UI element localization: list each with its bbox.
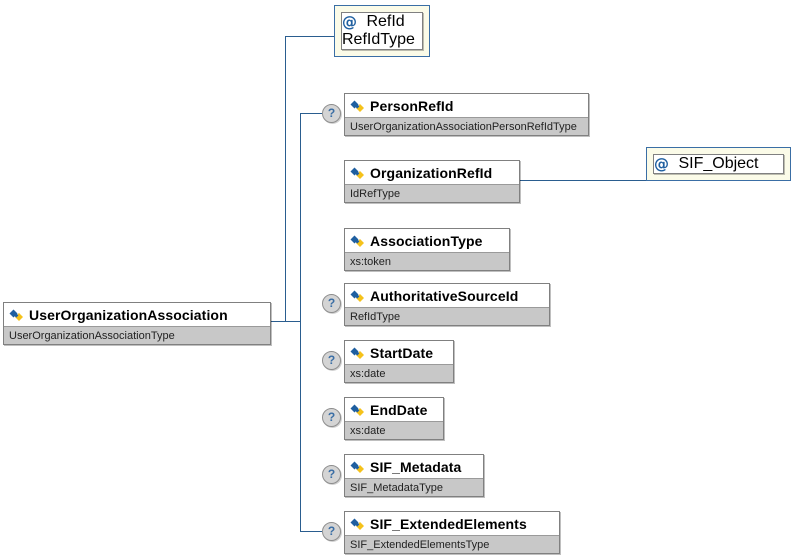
connector-organizationrefid-to-sifobject (520, 180, 646, 181)
connector-root-stem (268, 321, 301, 322)
node-enddate[interactable]: EndDate xs:date (344, 397, 444, 440)
connector-attribute-trunk (285, 36, 286, 321)
node-name-label: AssociationType (370, 232, 483, 249)
node-type-label: xs:token (350, 255, 391, 268)
node-name-label: UserOrganizationAssociation (29, 306, 228, 323)
element-icon (350, 166, 365, 181)
node-box: @ SIF_Object (653, 154, 784, 174)
node-box: SIF_Metadata SIF_MetadataType (344, 454, 484, 497)
node-organizationrefid[interactable]: OrganizationRefId IdRefType (344, 160, 520, 203)
node-name-label: EndDate (370, 401, 428, 418)
node-type-label: xs:date (350, 367, 386, 380)
node-name-label: RefId (366, 13, 405, 30)
optional-marker-authoritativesourceid: ? (322, 294, 341, 313)
node-type-row: xs:date (345, 421, 443, 439)
element-icon (350, 99, 365, 114)
node-name-label: SIF_ExtendedElements (370, 515, 527, 532)
element-icon (350, 289, 365, 304)
node-name-row: PersonRefId (345, 94, 588, 117)
element-icon (9, 308, 24, 323)
node-sif-object[interactable]: @ SIF_Object (646, 147, 791, 181)
element-icon (350, 234, 365, 249)
node-box: UserOrganizationAssociation UserOrganiza… (3, 302, 271, 345)
node-name-row: StartDate (345, 341, 453, 364)
node-name-label: SIF_Object (678, 155, 759, 172)
node-type-label: IdRefType (350, 187, 401, 200)
node-box: AuthoritativeSourceId RefIdType (344, 283, 550, 326)
node-name-row: @ SIF_Object (654, 155, 783, 173)
element-icon (350, 460, 365, 475)
node-name-row: EndDate (345, 398, 443, 421)
optional-marker-enddate: ? (322, 408, 341, 427)
attribute-icon: @ (342, 13, 357, 31)
node-name-row: AuthoritativeSourceId (345, 284, 549, 307)
node-type-label: RefIdType (350, 310, 401, 323)
node-type-label: xs:date (350, 424, 386, 437)
optional-marker-startdate: ? (322, 351, 341, 370)
node-type-label: UserOrganizationAssociationType (9, 329, 175, 342)
optional-marker-personrefid: ? (322, 104, 341, 123)
node-name-label: PersonRefId (370, 97, 454, 114)
node-name-label: StartDate (370, 344, 434, 361)
connector-branch-personrefid (300, 113, 322, 114)
node-refid[interactable]: @ RefId RefIdType (334, 5, 430, 57)
node-name-row: UserOrganizationAssociation (4, 303, 270, 326)
connector-attribute-refid (285, 36, 334, 37)
element-icon (350, 403, 365, 418)
node-type-row: UserOrganizationAssociationPersonRefIdTy… (345, 117, 588, 135)
node-name-row: OrganizationRefId (345, 161, 519, 184)
node-name-row: @ RefId (342, 13, 422, 31)
node-userorganizationassociation[interactable]: UserOrganizationAssociation UserOrganiza… (3, 302, 271, 345)
node-name-label: AuthoritativeSourceId (370, 287, 519, 304)
node-box: EndDate xs:date (344, 397, 444, 440)
optional-marker-sif-metadata: ? (322, 465, 341, 484)
node-name-row: AssociationType (345, 229, 509, 252)
node-type-row: RefIdType (345, 307, 549, 325)
node-type-label: SIF_ExtendedElementsType (350, 538, 490, 551)
node-type-row: xs:token (345, 252, 509, 270)
node-sif-extendedelements[interactable]: SIF_ExtendedElements SIF_ExtendedElement… (344, 511, 560, 554)
node-associationtype[interactable]: AssociationType xs:token (344, 228, 510, 271)
element-icon (350, 517, 365, 532)
node-sif-metadata[interactable]: SIF_Metadata SIF_MetadataType (344, 454, 484, 497)
node-name-label: SIF_Metadata (370, 458, 462, 475)
node-box: @ RefId RefIdType (341, 12, 423, 50)
node-name-row: SIF_Metadata (345, 455, 483, 478)
node-name-row: SIF_ExtendedElements (345, 512, 559, 535)
node-type-row: RefIdType (342, 31, 422, 49)
attribute-icon: @ (654, 155, 669, 173)
node-type-label: RefIdType (342, 31, 415, 48)
node-type-row: xs:date (345, 364, 453, 382)
node-type-row: IdRefType (345, 184, 519, 202)
node-type-label: UserOrganizationAssociationPersonRefIdTy… (350, 120, 577, 133)
connector-element-trunk (300, 113, 301, 531)
node-box: AssociationType xs:token (344, 228, 510, 271)
node-authoritativesourceid[interactable]: AuthoritativeSourceId RefIdType (344, 283, 550, 326)
node-box: PersonRefId UserOrganizationAssociationP… (344, 93, 589, 136)
optional-marker-sif-extendedelements: ? (322, 522, 341, 541)
node-personrefid[interactable]: PersonRefId UserOrganizationAssociationP… (344, 93, 589, 136)
node-startdate[interactable]: StartDate xs:date (344, 340, 454, 383)
element-icon (350, 346, 365, 361)
node-type-row: UserOrganizationAssociationType (4, 326, 270, 344)
node-box: StartDate xs:date (344, 340, 454, 383)
node-box: SIF_ExtendedElements SIF_ExtendedElement… (344, 511, 560, 554)
connector-branch-extendedelements (300, 531, 322, 532)
node-type-row: SIF_MetadataType (345, 478, 483, 496)
node-type-row: SIF_ExtendedElementsType (345, 535, 559, 553)
node-name-label: OrganizationRefId (370, 164, 493, 181)
node-box: OrganizationRefId IdRefType (344, 160, 520, 203)
node-type-label: SIF_MetadataType (350, 481, 443, 494)
